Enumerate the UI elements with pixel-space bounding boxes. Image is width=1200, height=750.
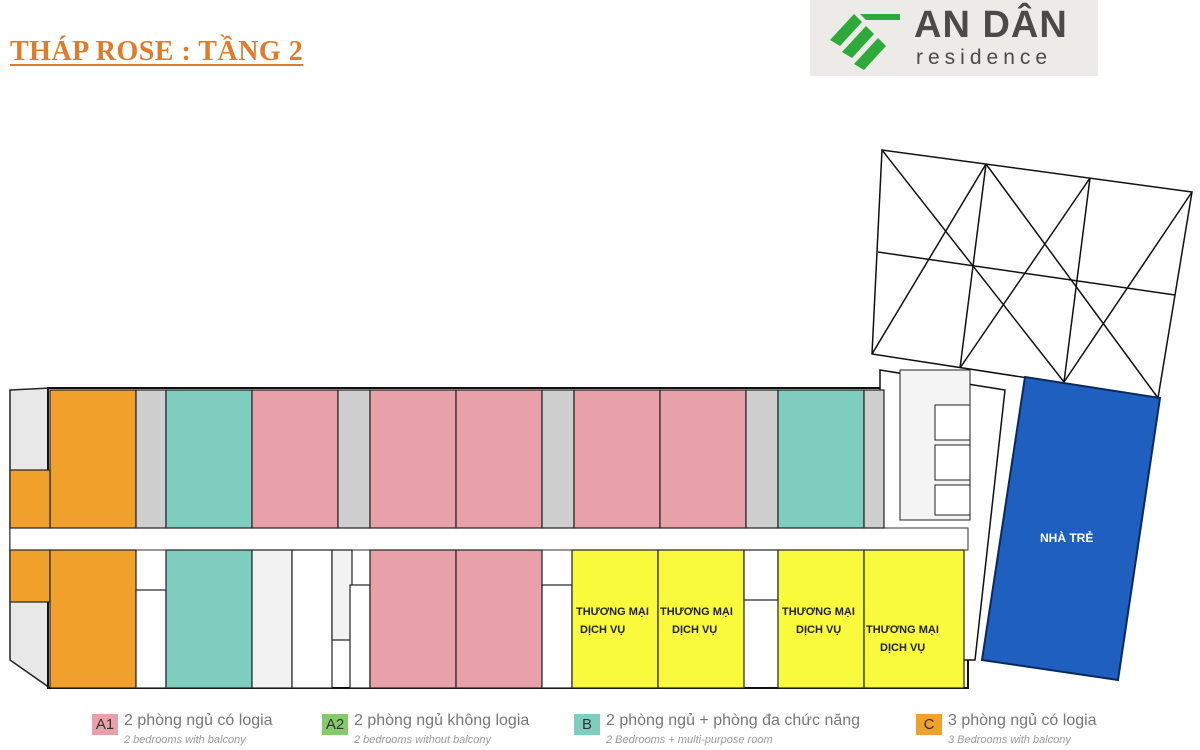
page-title: THÁP ROSE : TẦNG 2 bbox=[10, 36, 304, 67]
commercial-unit-3 bbox=[777, 549, 865, 689]
stair-core bbox=[135, 389, 167, 529]
brand-logo: AN DÂN residence bbox=[810, 0, 1098, 76]
legend-label-en: 2 bedrooms with balcony bbox=[124, 734, 246, 746]
commercial-unit-4 bbox=[863, 549, 965, 689]
legend-item-a2: A2 2 phòng ngủ không logia 2 bedrooms wi… bbox=[322, 712, 582, 750]
legend-swatch-c: C bbox=[916, 714, 942, 735]
podium-structure bbox=[871, 149, 1193, 399]
legend-swatch-b: B bbox=[574, 714, 600, 735]
corridor bbox=[9, 527, 969, 551]
nursery-label: NHÀ TRẺ bbox=[1040, 530, 1093, 545]
lower-units bbox=[9, 549, 965, 689]
unit-b-lower bbox=[165, 549, 253, 689]
floor-plan: THƯƠNG MẠI DỊCH VỤ THƯƠNG MẠI DỊCH VỤ TH… bbox=[9, 149, 1193, 690]
unit-b-upper bbox=[165, 389, 253, 529]
commercial-unit-1 bbox=[571, 549, 659, 689]
svg-text:THƯƠNG MẠI: THƯƠNG MẠI bbox=[866, 624, 939, 636]
legend-label-vi: 2 phòng ngủ có logia bbox=[124, 712, 273, 729]
legend-label-vi: 2 phòng ngủ không logia bbox=[354, 712, 530, 729]
legend-label-vi: 3 phòng ngủ có logia bbox=[948, 712, 1097, 729]
legend-item-a1: A1 2 phòng ngủ có logia 2 bedrooms with … bbox=[92, 712, 332, 750]
svg-text:DỊCH VỤ: DỊCH VỤ bbox=[796, 624, 841, 636]
legend-swatch-a1: A1 bbox=[92, 714, 118, 735]
elevator-core bbox=[899, 369, 971, 521]
legend-item-c: C 3 phòng ngủ có logia 3 Bedrooms with b… bbox=[916, 712, 1186, 750]
svg-text:DỊCH VỤ: DỊCH VỤ bbox=[672, 624, 717, 636]
logo-mark-icon bbox=[830, 14, 900, 70]
logo-sub-text: residence bbox=[916, 46, 1053, 69]
unit-c-lower bbox=[49, 549, 137, 689]
svg-text:THƯƠNG MẠI: THƯƠNG MẠI bbox=[782, 606, 855, 618]
legend-label-vi: 2 phòng ngủ + phòng đa chức năng bbox=[606, 712, 861, 729]
legend-item-b: B 2 phòng ngủ + phòng đa chức năng 2 Bed… bbox=[574, 712, 904, 750]
legend-label-en: 2 Bedrooms + multi-purpose room bbox=[606, 734, 773, 746]
commercial-unit-2 bbox=[657, 549, 745, 689]
commercial-label-1: THƯƠNG MẠI bbox=[576, 606, 649, 618]
unit-a1-upper-1 bbox=[251, 389, 339, 529]
svg-text:DỊCH VỤ: DỊCH VỤ bbox=[580, 624, 625, 636]
nursery-block bbox=[980, 375, 1162, 682]
upper-units bbox=[9, 389, 885, 529]
svg-text:THƯƠNG MẠI: THƯƠNG MẠI bbox=[660, 606, 733, 618]
svg-text:DỊCH VỤ: DỊCH VỤ bbox=[880, 642, 925, 654]
logo-brand-text: AN DÂN bbox=[914, 4, 1068, 46]
legend-swatch-a2: A2 bbox=[322, 714, 348, 735]
legend-label-en: 3 Bedrooms with balcony bbox=[948, 734, 1071, 746]
legend-label-en: 2 bedrooms without balcony bbox=[354, 734, 491, 746]
unit-c-upper bbox=[49, 389, 137, 529]
